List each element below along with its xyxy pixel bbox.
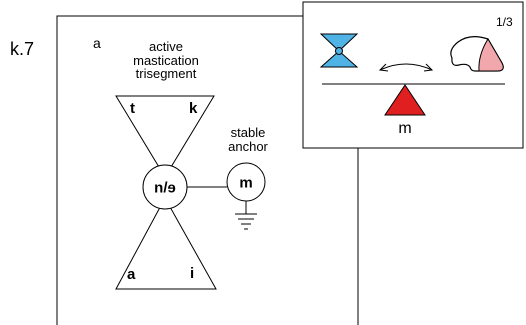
bottom-triangle bbox=[115, 196, 217, 290]
anchor-node-label: m bbox=[239, 174, 253, 192]
double-arrow-icon bbox=[378, 63, 434, 72]
ground-icon bbox=[235, 201, 257, 230]
corner-label-a: a bbox=[127, 266, 136, 283]
anchor-caption: stable anchor bbox=[228, 126, 268, 153]
jaw-icon bbox=[450, 36, 504, 72]
top-triangle bbox=[115, 95, 215, 178]
caption-line-1: active bbox=[149, 39, 183, 54]
fulcrum-label: m bbox=[398, 120, 412, 137]
hourglass-icon bbox=[319, 33, 359, 68]
fraction-label: 1/3 bbox=[496, 15, 513, 29]
caption-line-2: mastication bbox=[133, 52, 199, 68]
trisegment-caption: active mastication trisegment bbox=[133, 40, 199, 81]
corner-label-i: i bbox=[190, 265, 195, 282]
panel-frame bbox=[56, 15, 359, 325]
corner-label-t: t bbox=[130, 100, 135, 117]
anchor-caption-line-1: stable bbox=[230, 125, 266, 140]
caption-line-3: trisegment bbox=[135, 66, 197, 82]
center-node-circle bbox=[142, 164, 188, 210]
anchor-caption-line-2: anchor bbox=[228, 138, 268, 154]
corner-label-k: k bbox=[189, 100, 198, 117]
inset-box bbox=[302, 1, 524, 149]
figure-label: k.7 bbox=[10, 39, 35, 59]
panel-label: a bbox=[93, 35, 101, 51]
fulcrum-triangle bbox=[384, 84, 426, 116]
center-node-label: n/ɘ bbox=[154, 179, 176, 197]
